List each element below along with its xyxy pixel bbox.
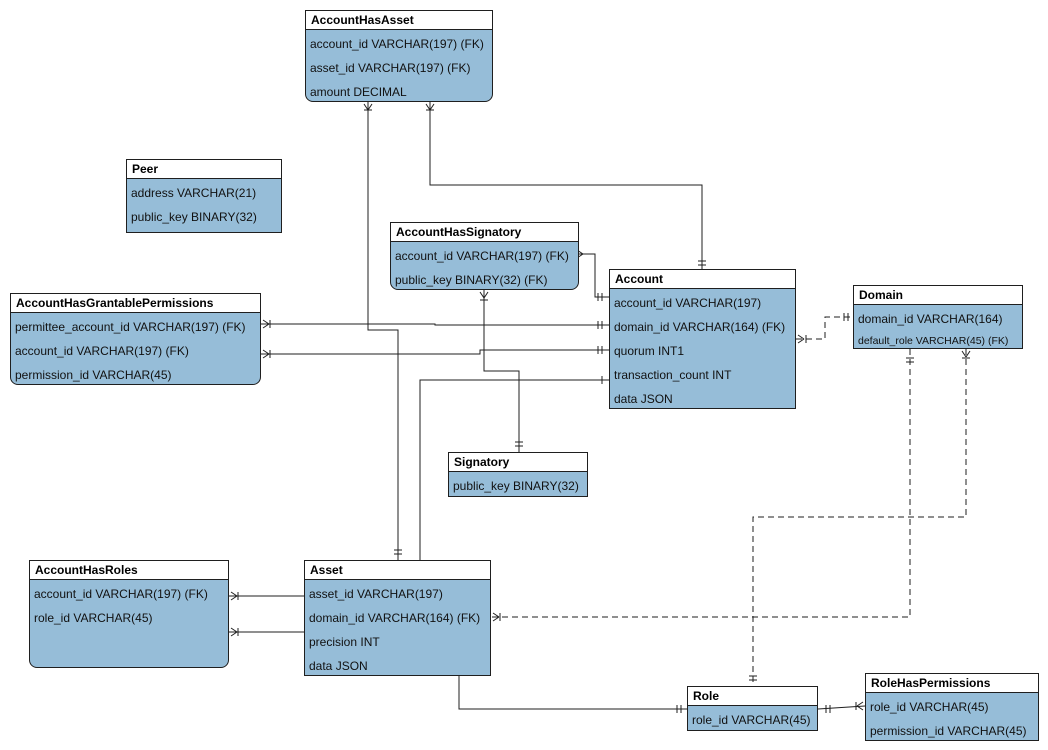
- cardinality-mark: [483, 291, 489, 299]
- relationship-line: [579, 253, 609, 298]
- cardinality-mark: [262, 319, 270, 325]
- cardinality-mark: [856, 701, 864, 707]
- entity-attribute: permission_id VARCHAR(45): [15, 368, 172, 382]
- entity-title: Peer: [127, 160, 281, 179]
- cardinality-mark: [367, 103, 373, 111]
- cardinality-mark: [262, 349, 270, 355]
- entity-attribute: public_key BINARY(32): [131, 210, 257, 224]
- entity-attribute: public_key BINARY(32) (FK): [395, 273, 548, 287]
- entity-attribute: account_id VARCHAR(197) (FK): [395, 249, 569, 263]
- relationship-line: [796, 316, 853, 340]
- relationship-line: [458, 676, 687, 710]
- entity-attribute: data JSON: [309, 659, 368, 673]
- entity-account-has-signatory[interactable]: AccountHasSignatory account_id VARCHAR(1…: [390, 222, 579, 290]
- entity-attribute: account_id VARCHAR(197) (FK): [34, 587, 208, 601]
- relationship-line: [483, 290, 520, 452]
- entity-title: Signatory: [449, 453, 587, 472]
- entity-attribute: account_id VARCHAR(197): [614, 296, 762, 310]
- entity-attribute: asset_id VARCHAR(197): [309, 587, 443, 601]
- cardinality-mark: [230, 591, 238, 597]
- cardinality-mark: [492, 612, 500, 618]
- cardinality-mark: [797, 338, 805, 344]
- entity-peer[interactable]: Peer address VARCHAR(21) public_key BINA…: [126, 159, 282, 233]
- entity-attribute: asset_id VARCHAR(197) (FK): [310, 61, 471, 75]
- entity-attribute: account_id VARCHAR(197) (FK): [15, 344, 189, 358]
- entity-account-has-grantable-permissions[interactable]: AccountHasGrantablePermissions permittee…: [10, 293, 261, 385]
- relationship-line: [817, 705, 866, 710]
- entity-attribute: role_id VARCHAR(45): [870, 700, 989, 714]
- entity-attribute: default_role VARCHAR(45) (FK): [858, 335, 1009, 347]
- entity-attribute: permission_id VARCHAR(45): [870, 724, 1027, 738]
- cardinality-mark: [492, 616, 500, 622]
- entity-title: Domain: [854, 286, 1022, 305]
- entity-account-has-asset[interactable]: AccountHasAsset account_id VARCHAR(197) …: [305, 10, 493, 102]
- entity-title: AccountHasRoles: [30, 561, 228, 580]
- entity-attribute: permittee_account_id VARCHAR(197) (FK): [15, 320, 246, 334]
- cardinality-mark: [425, 103, 431, 111]
- entity-signatory[interactable]: Signatory public_key BINARY(32): [448, 452, 588, 497]
- entity-domain[interactable]: Domain domain_id VARCHAR(164) default_ro…: [853, 285, 1023, 349]
- entity-account[interactable]: Account account_id VARCHAR(197) domain_i…: [609, 269, 796, 409]
- cardinality-mark: [262, 353, 270, 359]
- relationship-line: [261, 349, 609, 355]
- cardinality-mark: [230, 631, 238, 637]
- entity-title: RoleHasPermissions: [866, 674, 1038, 693]
- entity-attribute: domain_id VARCHAR(164) (FK): [309, 611, 481, 625]
- cardinality-mark: [230, 595, 238, 601]
- entity-attribute: precision INT: [309, 635, 380, 649]
- cardinality-mark: [479, 291, 485, 299]
- entity-title: AccountHasSignatory: [391, 223, 578, 242]
- entity-attribute: domain_id VARCHAR(164): [858, 312, 1003, 326]
- entity-attribute: role_id VARCHAR(45): [34, 611, 153, 625]
- entity-attribute: amount DECIMAL: [310, 85, 407, 99]
- entity-title: Account: [610, 270, 795, 289]
- entity-attribute: quorum INT1: [614, 344, 685, 358]
- entity-attribute: address VARCHAR(21): [131, 186, 257, 200]
- cardinality-mark: [965, 350, 971, 358]
- entity-attribute: transaction_count INT: [614, 368, 732, 382]
- cardinality-mark: [429, 103, 435, 111]
- entity-title: AccountHasGrantablePermissions: [11, 294, 260, 313]
- cardinality-mark: [230, 627, 238, 633]
- entity-attribute: data JSON: [614, 392, 673, 406]
- cardinality-mark: [797, 334, 805, 340]
- cardinality-mark: [961, 350, 967, 358]
- cardinality-mark: [363, 103, 369, 111]
- entity-title: Role: [688, 687, 817, 706]
- entity-title: AccountHasAsset: [306, 11, 492, 30]
- entity-role-has-permissions[interactable]: RoleHasPermissions role_id VARCHAR(45) p…: [865, 673, 1039, 741]
- entity-attribute: public_key BINARY(32): [453, 479, 579, 493]
- entity-attribute: role_id VARCHAR(45): [692, 713, 811, 727]
- entity-account-has-roles[interactable]: AccountHasRoles account_id VARCHAR(197) …: [29, 560, 229, 668]
- relationship-line: [367, 102, 399, 560]
- cardinality-mark: [856, 705, 864, 711]
- cardinality-mark: [262, 323, 270, 329]
- entity-title: Asset: [305, 561, 490, 580]
- entity-attribute: domain_id VARCHAR(164) (FK): [614, 320, 786, 334]
- entity-role[interactable]: Role role_id VARCHAR(45): [687, 686, 818, 731]
- entity-attribute: account_id VARCHAR(197) (FK): [310, 37, 484, 51]
- entity-asset[interactable]: Asset asset_id VARCHAR(197) domain_id VA…: [304, 560, 491, 676]
- relationship-line: [261, 323, 609, 326]
